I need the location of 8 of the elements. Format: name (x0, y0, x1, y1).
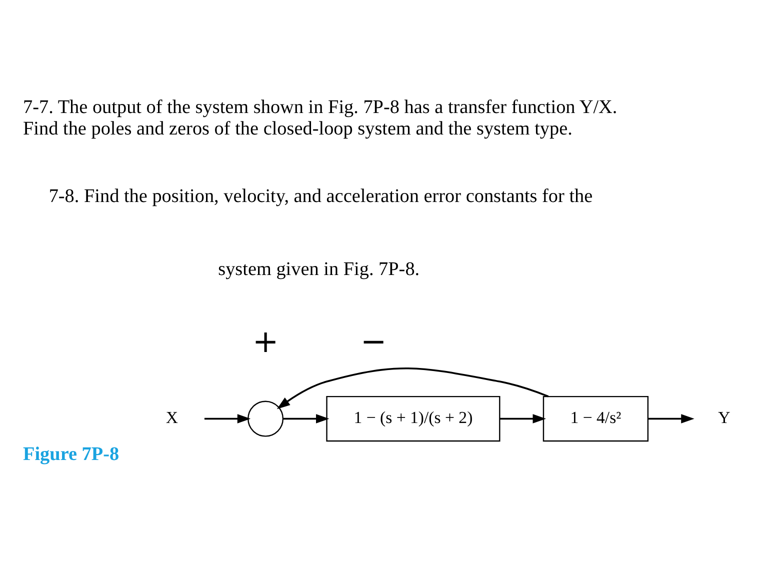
label: 7-8. Find the position, velocity, and acceleration error constants for the (48, 186, 593, 207)
node-text: Y (718, 408, 730, 428)
label: 7-7. The output of the system shown in Fig. 7P-8 has a transfer function Y/X. Find the poles and zeros of the closed-loop system and the system type. (23, 96, 618, 140)
label: system given in Fig. 7P-8. (218, 259, 420, 280)
label: − (360, 324, 387, 360)
caption: Figure 7P-8 (23, 444, 120, 465)
node-text: X (166, 408, 178, 428)
label: + (252, 324, 279, 360)
